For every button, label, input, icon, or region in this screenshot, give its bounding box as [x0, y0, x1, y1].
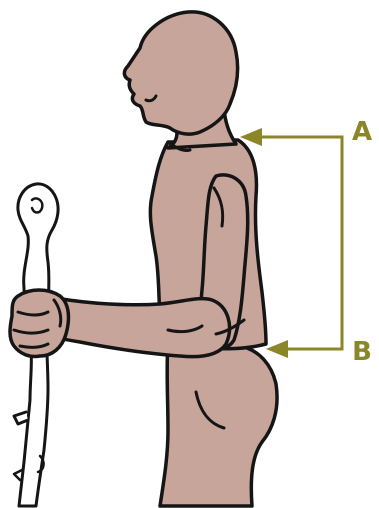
head	[124, 12, 237, 134]
human-figure	[10, 12, 277, 506]
hips-and-legs	[160, 340, 277, 506]
measurement-bracket	[258, 137, 342, 349]
arrow-b-head	[266, 340, 288, 358]
label-a: A	[352, 117, 372, 147]
label-b: B	[352, 337, 372, 367]
